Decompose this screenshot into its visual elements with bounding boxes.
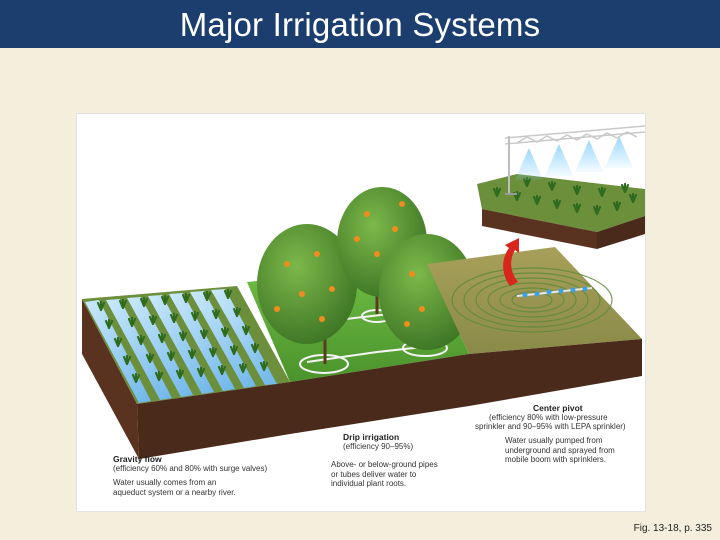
pivot-efficiency-line: sprinkler and 90–95% with LEPA sprinkler…	[475, 422, 645, 431]
gravity-flow-field	[82, 286, 290, 459]
pivot-caption: Center pivot (efficiency 80% with low-pr…	[475, 403, 645, 465]
drip-efficiency: (efficiency 90–95%)	[331, 442, 481, 451]
slide-title: Major Irrigation Systems	[0, 0, 720, 48]
pivot-description-line: Water usually pumped from	[475, 436, 645, 446]
drip-title: Drip irrigation	[331, 432, 481, 442]
pivot-title: Center pivot	[475, 403, 645, 413]
gravity-efficiency: (efficiency 60% and 80% with surge valve…	[113, 464, 353, 473]
pivot-efficiency-line: (efficiency 80% with low-pressure	[475, 413, 645, 422]
drip-description-line: or tubes deliver water to	[331, 470, 481, 480]
gravity-description-line: Water usually comes from an	[113, 478, 353, 488]
pivot-description-line: underground and sprayed from	[475, 446, 645, 456]
irrigation-figure: Gravity flow (efficiency 60% and 80% wit…	[76, 113, 646, 512]
spray-cones	[515, 136, 633, 180]
gravity-description-line: aqueduct system or a nearby river.	[113, 488, 353, 498]
drip-description-line: Above- or below-ground pipes	[331, 460, 481, 470]
pivot-description-line: mobile boom with sprinklers.	[475, 455, 645, 465]
drip-caption: Drip irrigation (efficiency 90–95%) Abov…	[331, 432, 481, 489]
pivot-detail-inset	[477, 126, 645, 249]
figure-reference: Fig. 13-18, p. 335	[634, 523, 712, 534]
gravity-title: Gravity flow	[113, 454, 353, 464]
drip-description-line: individual plant roots.	[331, 479, 481, 489]
gravity-caption: Gravity flow (efficiency 60% and 80% wit…	[113, 454, 353, 497]
